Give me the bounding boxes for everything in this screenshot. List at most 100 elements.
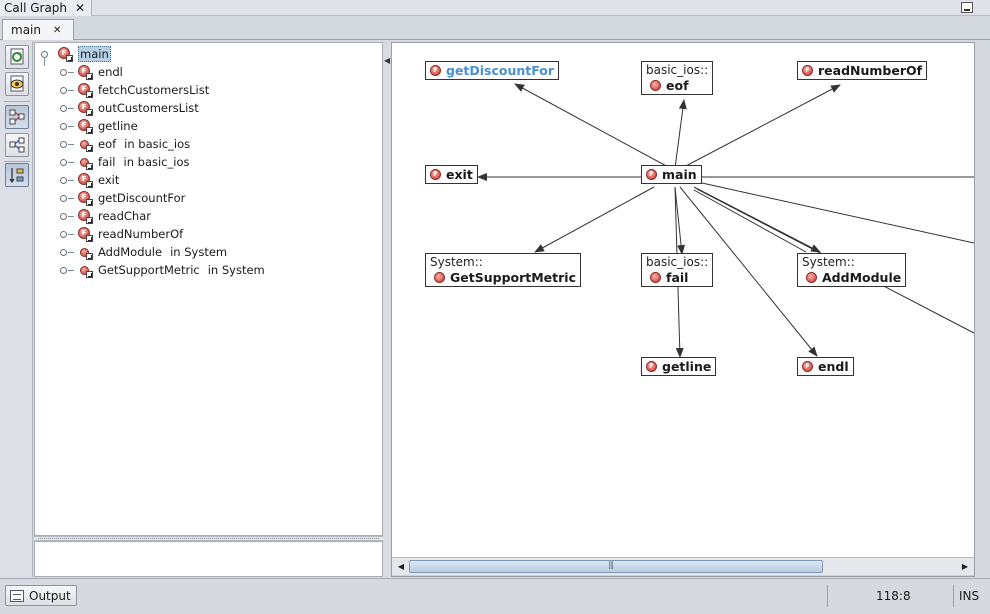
- window-tab-bar: Call Graph ✕: [0, 0, 990, 16]
- tree-item-owner: in basic_ios: [123, 155, 190, 169]
- graph-node-eof[interactable]: basic_ios:: eof: [641, 61, 714, 95]
- graph-node-readNumberOf[interactable]: readNumberOf: [797, 61, 928, 80]
- function-icon: F: [77, 172, 93, 188]
- refresh-button[interactable]: [5, 45, 29, 69]
- expand-icon[interactable]: [60, 267, 67, 274]
- function-icon: F: [77, 190, 93, 206]
- expand-icon[interactable]: [60, 231, 67, 238]
- insert-mode: INS: [959, 589, 980, 603]
- function-icon: F: [77, 82, 93, 98]
- output-window-icon: [10, 589, 24, 602]
- toolbar-separator: [4, 101, 30, 102]
- node-label: GetSupportMetric: [450, 270, 576, 285]
- tree-connector: [68, 252, 74, 253]
- graph-node-fail[interactable]: basic_ios:: fail: [641, 253, 714, 287]
- node-label: AddModule: [822, 270, 902, 285]
- tree-item-label: endl: [98, 65, 123, 79]
- minimize-icon[interactable]: [961, 2, 973, 13]
- panel-splitter[interactable]: [34, 536, 383, 541]
- tree-item-owner: in System: [170, 245, 228, 259]
- callees-button[interactable]: [5, 133, 29, 157]
- tree-item-label: fail: [98, 155, 116, 169]
- expand-icon[interactable]: [60, 141, 67, 148]
- graph-toolbar: [0, 41, 33, 577]
- tree-item-fail[interactable]: fail in basic_ios: [77, 153, 189, 171]
- tree-item-label: fetchCustomersList: [98, 83, 210, 97]
- function-icon: F: [77, 118, 93, 134]
- expand-icon[interactable]: [60, 195, 67, 202]
- edge-main-fail: [674, 186, 686, 255]
- node-namespace: basic_ios::: [646, 255, 709, 269]
- view-button[interactable]: [5, 72, 29, 96]
- expand-icon[interactable]: [60, 87, 67, 94]
- vertical-splitter[interactable]: ◀: [383, 42, 391, 577]
- function-icon: [802, 361, 813, 372]
- tree-connector: [68, 162, 74, 163]
- tab-main[interactable]: main ✕: [2, 19, 74, 40]
- tree-connector: [68, 180, 74, 181]
- graph-node-getline[interactable]: getline: [641, 357, 717, 376]
- graph-node-exit[interactable]: exit: [425, 165, 478, 184]
- graph-node-AddModule[interactable]: System:: AddModule: [797, 253, 907, 287]
- expand-icon[interactable]: [60, 213, 67, 220]
- expand-icon[interactable]: [60, 69, 67, 76]
- callers-button[interactable]: [5, 105, 29, 129]
- node-label: endl: [818, 359, 849, 374]
- function-icon: F: [77, 208, 93, 224]
- method-icon: [77, 136, 93, 152]
- node-label: fail: [666, 270, 689, 285]
- status-bar: Output 118:8 INS: [0, 578, 990, 614]
- expand-icon[interactable]: [60, 177, 67, 184]
- node-label: main: [662, 167, 697, 182]
- call-graph-canvas[interactable]: getDiscountFor basic_ios:: eof readNumbe…: [392, 43, 974, 557]
- tree-item-label: outCustomersList: [98, 101, 199, 115]
- call-graph-window-tab[interactable]: Call Graph ✕: [0, 0, 93, 16]
- edge-main-readNumberOf: [681, 84, 841, 169]
- scrollbar-thumb[interactable]: [409, 560, 823, 573]
- scroll-right-icon[interactable]: ▶: [961, 562, 969, 571]
- scroll-left-icon[interactable]: ◀: [397, 562, 405, 571]
- view-icon: [10, 75, 24, 92]
- output-button[interactable]: Output: [5, 585, 77, 606]
- function-icon: [802, 65, 813, 76]
- tree-connector: [68, 126, 74, 127]
- expand-icon[interactable]: [60, 249, 67, 256]
- expand-icon[interactable]: [60, 159, 67, 166]
- collapse-icon[interactable]: [41, 51, 48, 58]
- expand-icon[interactable]: [60, 105, 67, 112]
- refresh-icon: [10, 48, 24, 65]
- tree-root-main[interactable]: F main: [57, 45, 111, 63]
- tree-connector: [68, 234, 74, 235]
- function-icon: F: [77, 64, 93, 80]
- output-label: Output: [29, 588, 71, 603]
- status-divider: [953, 585, 954, 607]
- edge-main-endl: [679, 186, 818, 357]
- method-icon: [77, 244, 93, 260]
- graph-node-endl[interactable]: endl: [797, 357, 854, 376]
- graph-node-GetSupportMetric[interactable]: System:: GetSupportMetric: [425, 253, 581, 287]
- tree-connector: [44, 58, 45, 66]
- graph-node-main[interactable]: main: [641, 165, 702, 184]
- close-icon[interactable]: ✕: [52, 24, 62, 36]
- layout-button[interactable]: [5, 163, 29, 187]
- close-icon[interactable]: ✕: [75, 1, 86, 15]
- function-icon: F: [57, 46, 73, 62]
- graph-horizontal-scrollbar[interactable]: ◀ ▶: [392, 557, 974, 575]
- collapse-left-icon[interactable]: ◀: [384, 56, 391, 65]
- method-icon: [77, 154, 93, 170]
- edge-main-eof: [674, 99, 687, 169]
- expand-icon[interactable]: [60, 123, 67, 130]
- graph-node-getDiscountFor[interactable]: getDiscountFor: [425, 61, 560, 80]
